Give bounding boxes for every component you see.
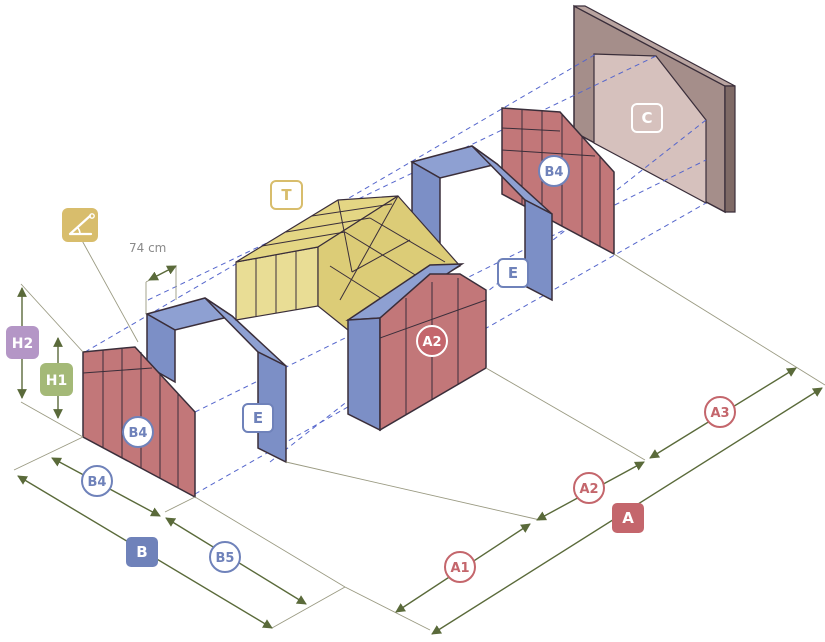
dimension-note: 74 cm xyxy=(129,241,166,255)
label-a-dim: A xyxy=(612,503,644,533)
label-b4-back-text: B4 xyxy=(545,165,564,180)
label-e-front: E xyxy=(242,403,274,433)
label-t: T xyxy=(270,180,303,210)
label-a2-dim: A2 xyxy=(573,472,605,504)
label-b-dim: B xyxy=(126,537,158,567)
label-b4-dim-text: B4 xyxy=(88,475,107,490)
label-a2-panel: A2 xyxy=(416,325,448,357)
label-a-dim-text: A xyxy=(622,509,634,527)
label-b4-dim: B4 xyxy=(81,465,113,497)
label-b5-dim-text: B5 xyxy=(216,551,235,566)
label-b-dim-text: B xyxy=(136,543,147,561)
label-c-text: C xyxy=(641,109,652,127)
roof-section xyxy=(235,195,461,331)
label-a1-dim-text: A1 xyxy=(450,561,469,576)
label-e-front-text: E xyxy=(253,409,263,427)
label-t-text: T xyxy=(281,186,292,204)
label-b4-back: B4 xyxy=(538,155,570,187)
label-a2-dim-text: A2 xyxy=(579,482,598,497)
label-h2: H2 xyxy=(6,326,39,359)
label-h2-text: H2 xyxy=(12,336,33,352)
angle-icon xyxy=(62,208,98,242)
label-b4-front-text: B4 xyxy=(129,426,148,441)
label-a2-panel-text: A2 xyxy=(422,335,441,350)
label-e-back: E xyxy=(497,258,529,288)
label-a1-dim: A1 xyxy=(444,551,476,583)
label-b4-front: B4 xyxy=(122,416,154,448)
label-a3-dim: A3 xyxy=(704,396,736,428)
label-h1-text: H1 xyxy=(46,373,67,389)
label-e-back-text: E xyxy=(508,264,518,282)
label-h1: H1 xyxy=(40,363,73,396)
label-a3-dim-text: A3 xyxy=(710,406,729,421)
label-c: C xyxy=(631,103,663,133)
label-b5-dim: B5 xyxy=(209,541,241,573)
